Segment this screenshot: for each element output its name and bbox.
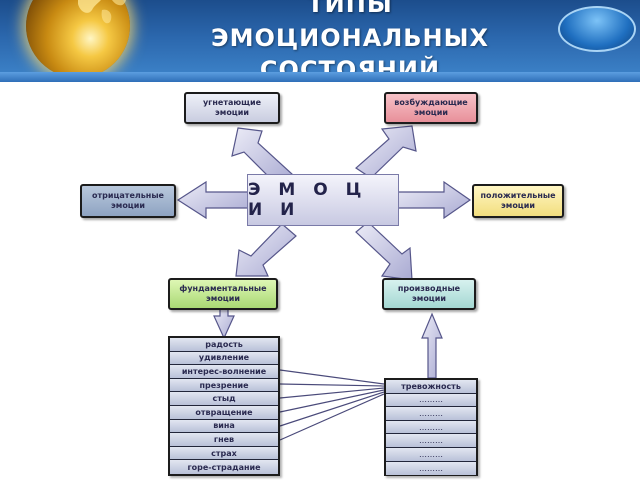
node-positive-emotions: положительные эмоции [472, 184, 564, 218]
list-item: отвращение [170, 405, 278, 420]
arrow-to-positive [397, 180, 472, 220]
list-item: ……… [386, 407, 476, 421]
header-band [0, 72, 640, 82]
globe-continents-icon [78, 0, 126, 24]
fundamental-emotions-list: радость удивление интерес-волнение презр… [168, 336, 280, 476]
list-item: ……… [386, 434, 476, 448]
node-depressing-emotions: угнетающие эмоции [184, 92, 280, 124]
arrow-to-fundamental [235, 223, 297, 277]
list-item: стыд [170, 392, 278, 406]
list-item: радость [170, 338, 278, 352]
node-exciting-emotions: возбуждающие эмоции [384, 92, 478, 124]
derivative-emotions-list: тревожность ……… ……… ……… ……… ……… ……… [384, 378, 478, 476]
node-negative-emotions: отрицательные эмоции [80, 184, 176, 218]
list-item: презрение [170, 378, 278, 393]
list-item: страх [170, 446, 278, 461]
list-item: ……… [386, 461, 476, 476]
node-derivative-label: производные эмоции [397, 284, 461, 303]
list-item: вина [170, 419, 278, 434]
node-negative-label: отрицательные эмоции [92, 191, 164, 210]
node-fundamental-emotions: фундаментальные эмоции [168, 278, 278, 310]
center-node-emotions: Э М О Ц И И [247, 174, 399, 226]
node-positive-label: положительные эмоции [480, 191, 556, 210]
list-item: ……… [386, 447, 476, 462]
arrow-to-exciting [355, 125, 417, 179]
slide-header: ТИПЫ ЭМОЦИОНАЛЬНЫХ СОСТОЯНИЙ [0, 0, 640, 82]
node-exciting-label: возбуждающие эмоции [394, 98, 468, 117]
slide-title-line-2: ЭМОЦИОНАЛЬНЫХ [211, 24, 489, 52]
list-item: интерес-волнение [170, 365, 278, 379]
node-derivative-emotions: производные эмоции [382, 278, 476, 310]
connector-line [279, 383, 385, 387]
slide-title-line-1: ТИПЫ [307, 0, 393, 18]
list-item: ……… [386, 420, 476, 435]
connector-line [279, 393, 385, 441]
node-fundamental-label: фундаментальные эмоции [179, 284, 267, 303]
arrow-to-derivative [355, 221, 413, 281]
node-depressing-label: угнетающие эмоции [202, 98, 262, 117]
connector-line [279, 387, 385, 399]
arrow-fundamental-to-list [213, 307, 235, 340]
arrow-to-negative [176, 180, 249, 220]
connector-line [279, 391, 385, 427]
list-item: гнев [170, 433, 278, 447]
list-item: удивление [170, 351, 278, 366]
connector-line [279, 389, 385, 413]
arrow-list-to-derivative [421, 312, 443, 379]
list-item: горе-страдание [170, 460, 278, 474]
decorative-lens-icon [558, 6, 636, 52]
connector-line [279, 369, 385, 385]
list-item: тревожность [386, 380, 476, 394]
list-item: ……… [386, 393, 476, 408]
